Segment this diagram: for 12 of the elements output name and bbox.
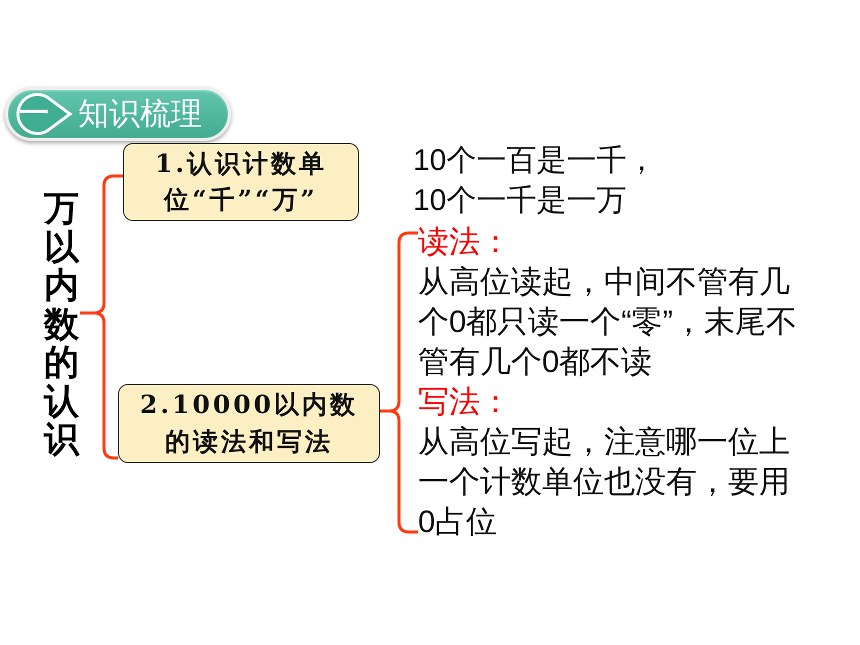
method-text: 从高位写起，注意哪一位上一个计数单位也没有，要用0占位 xyxy=(418,423,791,541)
topic-title: 万以内数的认识 xyxy=(44,190,79,460)
note-text: 10个一百是一千，10个一千是一万 xyxy=(413,143,658,219)
method-text: 从高位读起，中间不管有几个0都只读一个“零”，末尾不管有几个0都不读 xyxy=(418,263,798,381)
method-heading: 写法： xyxy=(418,383,511,422)
section-header-pill xyxy=(5,87,231,141)
topic-card: 2.10000以内数的读法和写法 xyxy=(118,384,380,463)
brace-connector xyxy=(80,312,118,460)
method-heading: 读法： xyxy=(418,223,511,262)
topic-card: 1.认识计数单位“千”“万” xyxy=(123,143,359,221)
section-title: 知识梳理 xyxy=(78,96,202,132)
brace-connector xyxy=(380,410,418,534)
